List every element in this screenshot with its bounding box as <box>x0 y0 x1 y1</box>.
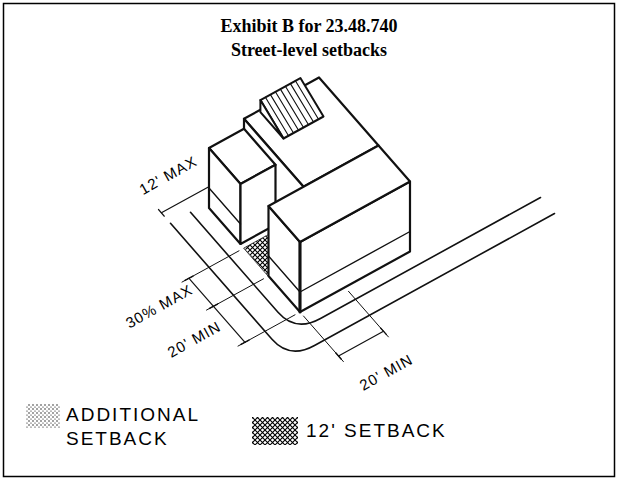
dimension-label: 20' MIN <box>355 349 418 394</box>
dimension-label: 30% MAX <box>121 280 197 333</box>
building-corner <box>299 242 302 312</box>
legend-entry: ADDITIONAL SETBACK <box>66 403 241 451</box>
floor-line <box>269 232 411 293</box>
dimension-label-box: 12' MAX <box>134 151 201 198</box>
dimension-label-box: 30% MAX <box>121 280 197 333</box>
extension-line <box>349 291 389 337</box>
roof-stair-stripe <box>295 81 318 120</box>
extension-line <box>304 316 344 362</box>
roof-stair-stripe <box>290 84 313 122</box>
dimension-label: 20' MIN <box>163 316 226 361</box>
legend-text: 12' SETBACK <box>306 419 506 443</box>
extension-line <box>207 279 264 310</box>
title-box: Exhibit B for 23.48.740 Street-level set… <box>194 14 424 62</box>
legend-swatch <box>26 404 60 428</box>
legend-text: ADDITIONAL SETBACK <box>66 403 241 451</box>
legend-swatch <box>252 417 298 445</box>
dimension-label-box: 20' MIN <box>163 316 226 361</box>
roof-stair-side <box>260 100 283 138</box>
extension-line <box>182 251 239 282</box>
dimension-label-box: 20' MIN <box>355 349 418 394</box>
roof-stair-stripe <box>265 97 288 136</box>
roof-stair-stripe <box>285 86 308 125</box>
building-roof <box>269 146 411 243</box>
dimension-line <box>339 331 384 356</box>
floor-line <box>209 188 241 224</box>
title: Exhibit B for 23.48.740 Street-level set… <box>194 14 424 62</box>
dimension-tick <box>159 210 165 217</box>
frame-border <box>4 4 615 477</box>
legend-entry: 12' SETBACK <box>306 419 506 443</box>
dimension-label: 12' MAX <box>134 151 201 198</box>
roof-stair-stripe <box>280 89 303 127</box>
roof-stair-stripe <box>275 92 298 131</box>
building-wall <box>209 148 241 244</box>
roof-stair-stripe <box>270 95 293 133</box>
roof-stair <box>260 78 323 138</box>
extension-line <box>238 315 295 346</box>
